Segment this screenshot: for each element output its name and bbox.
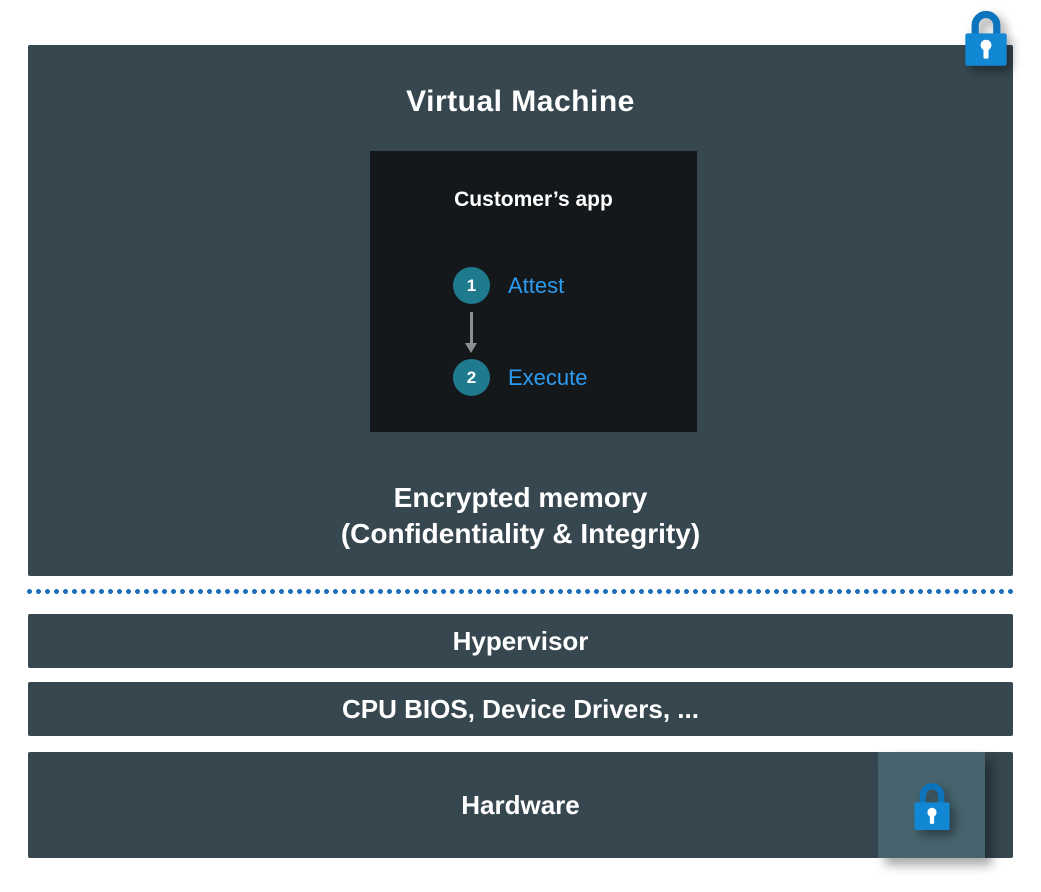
layer-label: CPU BIOS, Device Drivers, ... [342,693,699,724]
step-number-badge: 2 [453,359,490,396]
layer-cpu-bios: CPU BIOS, Device Drivers, ... [28,682,1013,736]
lock-icon [959,6,1013,68]
layer-label: Hypervisor [452,625,589,656]
hardware-lock-panel [878,752,985,858]
memory-line-1: Encrypted memory [393,482,648,513]
dotted-separator [25,588,1016,595]
step-attest: 1 Attest [453,267,564,304]
step-label: Attest [508,272,565,298]
lock-icon [909,779,955,832]
vm-title: Virtual Machine [406,85,635,118]
step-execute: 2 Execute [453,359,588,396]
down-arrow-icon [470,312,473,343]
memory-line-2: (Confidentiality & Integrity) [340,518,701,549]
down-arrow-icon [465,343,477,353]
layer-hardware: Hardware [28,752,1013,858]
step-number-badge: 1 [453,267,490,304]
layer-label: Hardware [461,789,580,820]
step-label: Execute [508,364,588,390]
app-title: Customer’s app [454,188,613,211]
customer-app-box: Customer’s app 1 Attest 2 Execute [370,151,697,432]
encrypted-memory-label: Encrypted memory (Confidentiality & Inte… [28,480,1013,552]
layer-hypervisor: Hypervisor [28,614,1013,668]
virtual-machine-box: Virtual Machine Customer’s app 1 Attest … [28,45,1013,576]
